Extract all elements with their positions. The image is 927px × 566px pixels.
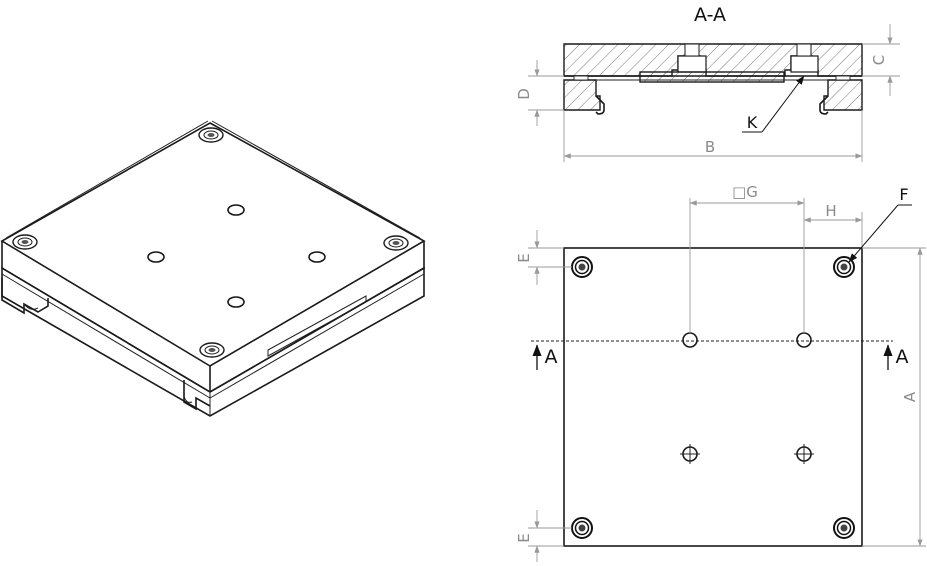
section-mark-right: A xyxy=(896,346,909,368)
top-screw-tr-icon xyxy=(833,256,855,278)
top-hole xyxy=(680,444,700,464)
iso-hole xyxy=(308,251,326,263)
dimension-g: □G xyxy=(689,183,805,333)
iso-hole xyxy=(227,296,245,308)
iso-hole xyxy=(147,251,165,263)
top-hole xyxy=(796,332,812,348)
top-screw-tl-icon xyxy=(571,256,593,278)
section-cut-line: A A xyxy=(531,340,909,370)
label-h: H xyxy=(825,202,836,220)
section-mark-left: A xyxy=(545,346,558,368)
label-a: A xyxy=(901,391,919,402)
iso-screw-right-icon xyxy=(383,235,409,251)
iso-screw-left-icon xyxy=(12,234,38,250)
label-e-top: E xyxy=(515,253,533,262)
label-e-bottom: E xyxy=(515,533,533,542)
iso-screw-heads xyxy=(12,127,409,358)
section-view: A-A C xyxy=(515,4,900,162)
label-d: D xyxy=(515,88,533,100)
iso-hole xyxy=(227,204,245,216)
dimension-a: A xyxy=(862,247,926,547)
top-hole xyxy=(682,332,698,348)
dimension-c: C xyxy=(862,24,900,96)
section-right-jaw xyxy=(823,79,863,111)
iso-holes xyxy=(147,204,326,308)
top-screw-bl-icon xyxy=(571,517,593,539)
section-title: A-A xyxy=(694,4,726,26)
label-c: C xyxy=(870,55,888,65)
top-screw-br-icon xyxy=(833,517,855,539)
top-view: A A □G H F A xyxy=(515,183,926,562)
dimension-d: D xyxy=(515,60,564,126)
dimension-h: H xyxy=(803,202,863,248)
leader-k: K xyxy=(742,75,805,133)
dimension-e-top: E xyxy=(515,230,572,285)
iso-top-plate xyxy=(0,120,426,393)
section-left-jaw xyxy=(563,79,601,111)
top-plate-outline xyxy=(563,247,863,547)
label-f: F xyxy=(899,185,908,204)
dimension-e-bottom: E xyxy=(515,510,572,562)
label-k: K xyxy=(747,113,758,132)
isometric-view xyxy=(0,120,426,417)
iso-screw-rear-icon xyxy=(198,127,224,143)
label-b: B xyxy=(705,138,715,156)
iso-screw-front-icon xyxy=(199,342,225,358)
top-hole xyxy=(794,444,814,464)
dimension-b: B xyxy=(563,110,863,162)
label-g: □G xyxy=(732,183,758,201)
iso-carriage xyxy=(1,266,425,417)
leader-f: F xyxy=(848,185,912,263)
top-holes xyxy=(680,332,814,464)
